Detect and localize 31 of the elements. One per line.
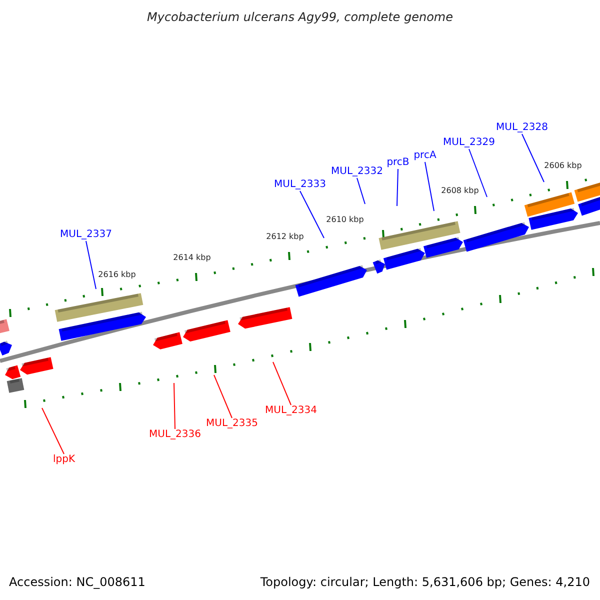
leader-line bbox=[174, 382, 176, 430]
title: Mycobacterium ulcerans Agy99, complete genome bbox=[146, 11, 454, 23]
gene-label: MUL_2332 bbox=[331, 167, 383, 177]
leader-line bbox=[356, 178, 366, 204]
leader-line bbox=[42, 408, 64, 454]
leader-line bbox=[468, 148, 488, 198]
gene-label: prcA bbox=[414, 151, 436, 161]
gene-label: MUL_2335 bbox=[206, 419, 258, 429]
footer-text: Accession: NC_008611 bbox=[9, 576, 146, 588]
leader-line bbox=[396, 168, 398, 206]
leader-line bbox=[424, 162, 434, 212]
scale-label: 2606 kbp bbox=[544, 162, 582, 170]
scale-label: 2610 kbp bbox=[326, 216, 364, 224]
leader-line bbox=[300, 190, 324, 238]
leader-line bbox=[86, 240, 96, 290]
scale-label: 2616 kbp bbox=[98, 271, 136, 279]
gene-label: MUL_2333 bbox=[274, 180, 326, 190]
gene-label: MUL_2334 bbox=[265, 406, 317, 416]
scale-label: 2614 kbp bbox=[173, 254, 211, 262]
gene-label: MUL_2336 bbox=[149, 430, 201, 440]
scale-label: 2612 kbp bbox=[266, 233, 304, 241]
leader-line bbox=[522, 134, 544, 182]
gene-label: MUL_2328 bbox=[496, 123, 548, 133]
leader-line bbox=[214, 374, 232, 418]
gene-label: MUL_2337 bbox=[60, 230, 112, 240]
gene-label: MUL_2329 bbox=[443, 138, 495, 148]
gene-label: lppK bbox=[52, 455, 76, 465]
scale-label: 2608 kbp bbox=[441, 187, 479, 195]
leader-line bbox=[272, 362, 292, 406]
gene-label: prcB bbox=[386, 158, 410, 168]
footer-text: Topology: circular; Length: 5,631,606 bp; Genes: 4,210 bbox=[260, 576, 590, 588]
